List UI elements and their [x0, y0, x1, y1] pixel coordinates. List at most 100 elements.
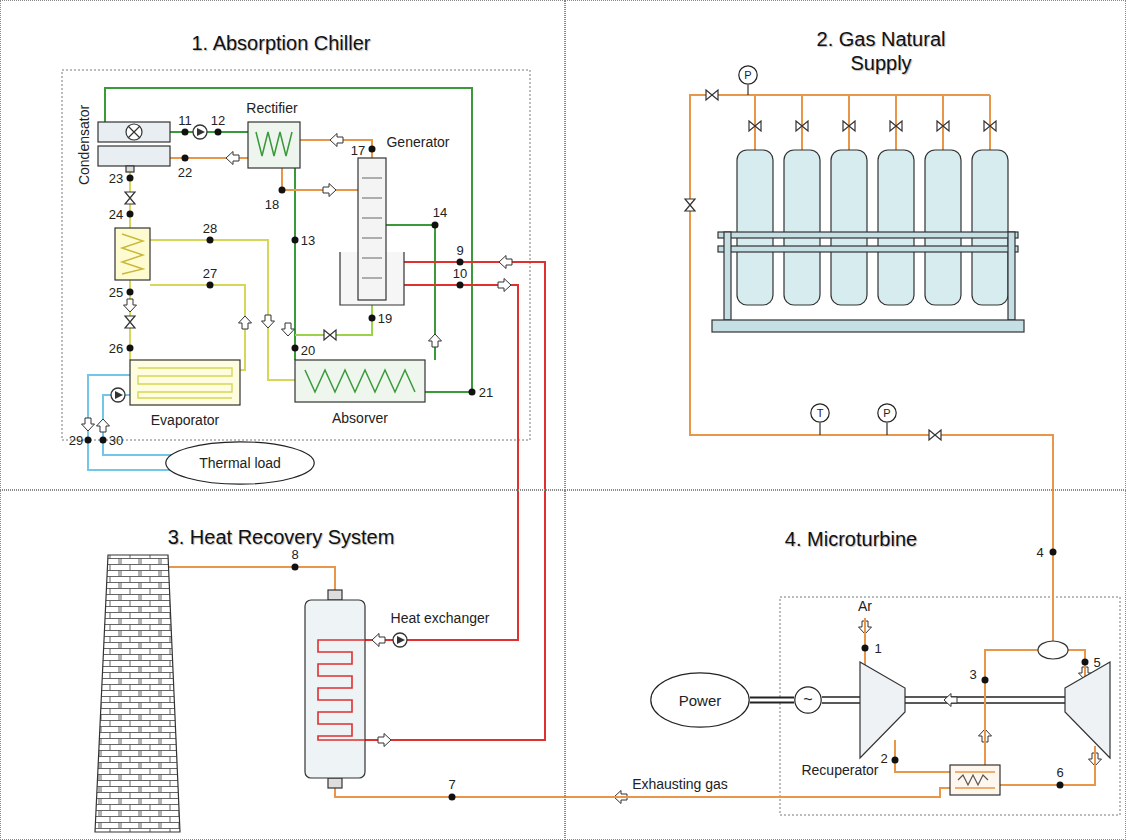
condenser	[126, 124, 142, 140]
flow-arrow	[499, 256, 512, 269]
subsystem-panel: Thermal load 1. Absorption Chiller	[0, 0, 565, 490]
panel-heading: 3. Heat Recovery System	[81, 525, 481, 549]
chimney	[95, 555, 180, 832]
gas-cylinder-rack	[972, 150, 1008, 305]
state-point	[207, 237, 214, 244]
node-label: Thermal load	[199, 455, 281, 471]
turbine-air-line	[864, 618, 866, 668]
component-label: Generator	[386, 135, 449, 149]
callout-number: 24	[109, 208, 123, 221]
turbine-air-line	[1000, 746, 1095, 785]
flow-arrow	[330, 134, 343, 147]
temperature-gauge: T	[810, 403, 830, 423]
node-outline	[651, 673, 749, 727]
recuperator	[955, 772, 995, 788]
callout-number: 19	[378, 312, 392, 325]
refrigerant-line	[130, 166, 295, 380]
rectifier	[248, 122, 300, 168]
subsystem-panel: 3. Heat Recovery System	[0, 490, 565, 840]
gas-cylinder-rack	[712, 150, 1024, 332]
hot-water-line	[365, 262, 545, 740]
component-label: Heat exchanger	[391, 611, 490, 625]
condenser	[98, 146, 170, 166]
expansion-valve	[125, 316, 135, 328]
gas-valve	[890, 121, 902, 131]
callout-number: 26	[109, 342, 123, 355]
node-label: T	[817, 407, 824, 419]
gas-valve	[706, 90, 718, 100]
gas-valve	[685, 90, 996, 440]
state-point	[1050, 549, 1057, 556]
state-point	[85, 437, 92, 444]
state-point	[457, 282, 464, 289]
gas-valve	[929, 430, 941, 440]
state-point	[127, 345, 134, 352]
node-outline	[739, 66, 757, 84]
state-point	[182, 155, 189, 162]
pump-symbol	[193, 125, 207, 139]
expansion-valve	[125, 192, 336, 340]
heat-exchanger-vessel	[328, 590, 342, 600]
gas-cylinder-rack	[831, 150, 867, 305]
gas-cylinder-rack	[718, 232, 1018, 238]
flow-arrow	[82, 418, 95, 431]
state-point	[369, 315, 376, 322]
pressure-gauge: P	[738, 65, 758, 85]
state-point	[292, 237, 299, 244]
generator	[340, 158, 404, 305]
subsystem-panel: PTP2. Gas Natural Supply	[565, 0, 1126, 490]
callout-number: 6	[1056, 766, 1063, 779]
callout-number: 4	[1036, 546, 1043, 559]
gas-cylinder-rack	[878, 150, 914, 305]
shaft-coupling	[750, 697, 794, 704]
flow-arrow	[97, 419, 110, 432]
flow-arrow	[282, 323, 295, 336]
state-point	[892, 757, 899, 764]
shaft-arrow	[944, 694, 957, 707]
state-point	[1082, 659, 1089, 666]
callout-number: 18	[265, 198, 279, 211]
recuperator	[950, 765, 1000, 795]
panel-heading: 1. Absorption Chiller	[81, 31, 481, 55]
callout-number: 7	[448, 778, 455, 791]
node-label: P	[883, 407, 890, 419]
condenser	[98, 122, 170, 172]
callout-number: 3	[969, 668, 976, 681]
expansion-valve	[125, 192, 135, 204]
compressor-turbine	[860, 662, 905, 758]
state-point	[100, 437, 107, 444]
condenser	[128, 126, 140, 138]
solution-heat-exchanger	[115, 228, 150, 280]
node-label: ~	[803, 691, 812, 709]
pressure-gauge: P	[877, 403, 897, 423]
pump-symbol	[111, 388, 125, 402]
state-point	[279, 187, 286, 194]
component-label: Absorver	[332, 411, 388, 425]
hot-water-line	[365, 285, 518, 640]
compressor-turbine	[1038, 641, 1068, 659]
node-outline	[811, 404, 829, 422]
electric-generator: ~	[794, 686, 822, 714]
state-point	[207, 282, 214, 289]
callout-number: 22	[178, 166, 192, 179]
flow-arrow	[378, 734, 391, 747]
callout-number: 13	[301, 234, 315, 247]
gas-cylinder-rack	[737, 150, 773, 305]
turbine-air-line	[985, 650, 1038, 765]
callout-number: 17	[351, 144, 365, 157]
heat-exchanger-vessel	[305, 590, 365, 788]
heat-exchanger-vessel	[318, 640, 365, 740]
hot-water-line	[365, 262, 545, 740]
power-output: Power	[650, 672, 750, 728]
flow-arrow	[498, 279, 511, 292]
state-point	[127, 289, 134, 296]
refrigerant-line	[150, 240, 295, 380]
flow-arrow	[372, 634, 385, 647]
state-point	[469, 389, 476, 396]
generator	[358, 158, 386, 300]
shaft-coupling-inner	[750, 699, 794, 702]
subsystem-frame	[780, 597, 1120, 815]
node-outline	[795, 687, 821, 713]
component-label: Condensator	[77, 105, 91, 185]
